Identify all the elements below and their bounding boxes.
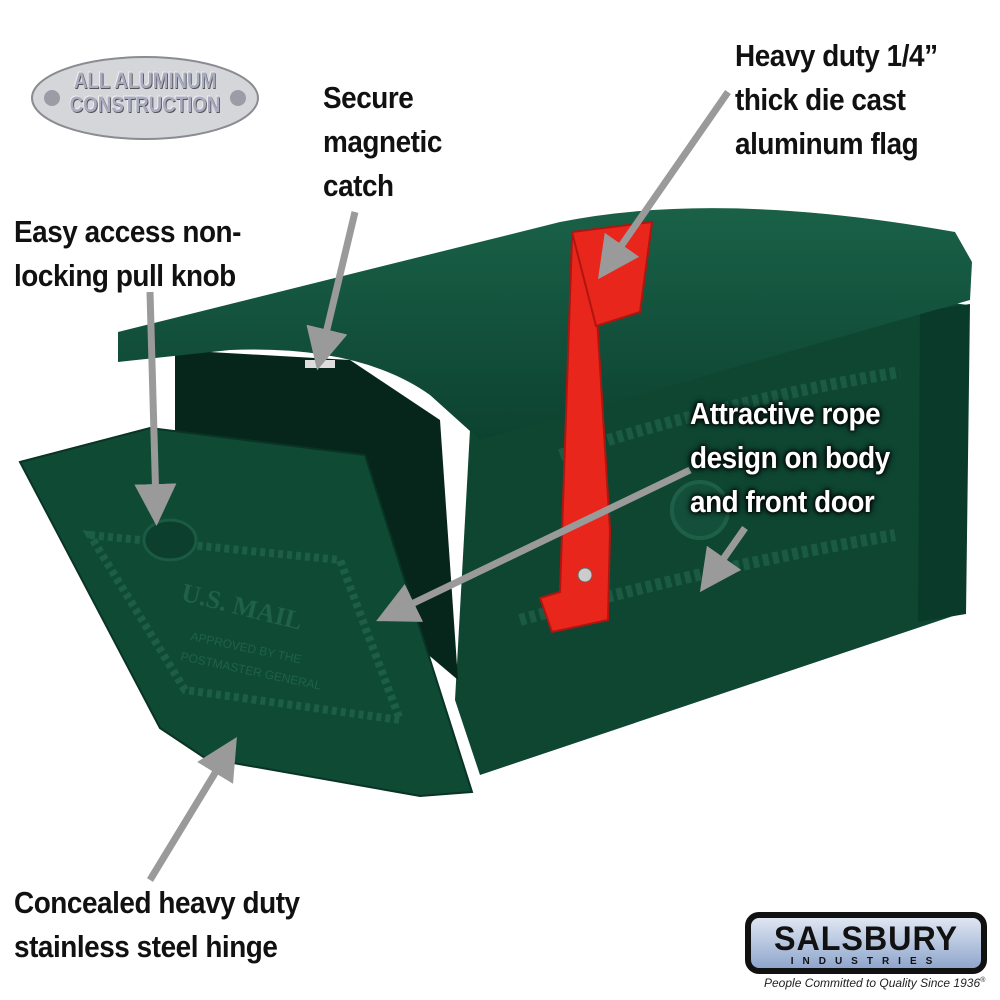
callout-line: aluminum flag bbox=[735, 126, 919, 161]
arrow-rope-body bbox=[699, 525, 748, 593]
tagline-text: People Committed to Quality Since 1936 bbox=[764, 976, 981, 990]
logo-sub: INDUSTRIES bbox=[790, 956, 942, 967]
callout-line: thick die cast bbox=[735, 82, 906, 117]
callout-line: Heavy duty 1/4” bbox=[735, 38, 938, 73]
callout-line: catch bbox=[323, 168, 394, 203]
callout-line: magnetic bbox=[323, 124, 442, 159]
callout-rope-design: Attractive rope design on body and front… bbox=[690, 392, 890, 524]
arrow-flag bbox=[598, 90, 731, 280]
magnetic-catch bbox=[305, 360, 335, 368]
badge-line1: ALL ALUMINUM bbox=[73, 68, 217, 93]
callout-line: Concealed heavy duty bbox=[14, 885, 300, 920]
callout-line: Secure bbox=[323, 80, 414, 115]
front-door bbox=[18, 426, 474, 798]
rope-medallion bbox=[670, 480, 730, 540]
callout-line: locking pull knob bbox=[14, 258, 236, 293]
mailbox-end-plate bbox=[918, 304, 970, 622]
callout-flag: Heavy duty 1/4” thick die cast aluminum … bbox=[735, 34, 938, 166]
callout-pull-knob: Easy access non- locking pull knob bbox=[14, 210, 241, 298]
callout-magnetic-catch: Secure magnetic catch bbox=[323, 76, 442, 208]
arrow-hinge bbox=[147, 737, 237, 882]
all-aluminum-badge: ALL ALUMINUM CONSTRUCTION bbox=[30, 55, 260, 141]
callout-line: Easy access non- bbox=[14, 214, 241, 249]
arrow-catch bbox=[306, 211, 359, 371]
logo-name: SALSBURY bbox=[773, 920, 959, 958]
registered-mark: ® bbox=[980, 977, 986, 984]
flag-screw bbox=[577, 567, 593, 583]
callout-arrows bbox=[134, 90, 748, 882]
salsbury-logo: SALSBURY INDUSTRIES bbox=[745, 912, 987, 974]
logo-tagline: People Committed to Quality Since 1936® bbox=[764, 976, 985, 990]
mailbox-roof bbox=[118, 208, 972, 440]
rope-upper bbox=[558, 366, 901, 461]
pull-knob bbox=[142, 518, 198, 562]
callout-line: design on body bbox=[690, 440, 890, 475]
callout-hinge: Concealed heavy duty stainless steel hin… bbox=[14, 881, 300, 969]
arrow-rope-door bbox=[376, 466, 692, 622]
badge-line2: CONSTRUCTION bbox=[69, 92, 221, 117]
arrow-knob bbox=[134, 291, 177, 526]
callout-line: and front door bbox=[690, 484, 875, 519]
callout-line: stainless steel hinge bbox=[14, 929, 278, 964]
callout-line: Attractive rope bbox=[690, 396, 881, 431]
